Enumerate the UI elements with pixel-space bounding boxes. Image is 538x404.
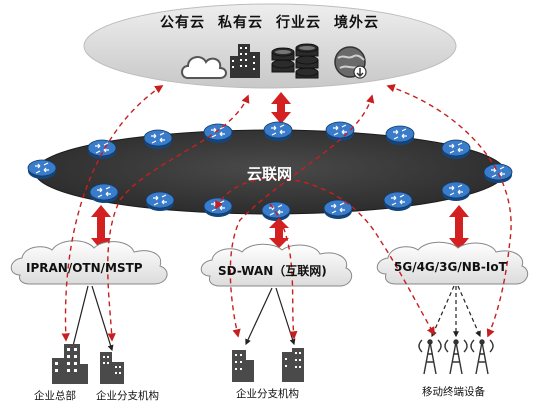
access-label-mid: SD-WAN（互联网) <box>218 264 327 278</box>
cloud-backbone-link-arrow <box>271 92 291 124</box>
endpoint-label-mobile: 移动终端设备 <box>422 386 485 398</box>
cloud-ellipse <box>83 3 457 89</box>
backbone-access-link-mid-arrow <box>269 218 289 248</box>
cloud-label-industry: 行业云 <box>276 15 321 31</box>
cloud-label-private: 私有云 <box>218 15 263 31</box>
backbone-title: 云联网 <box>247 165 293 183</box>
dashed-flow-paths <box>61 84 512 342</box>
branch-mid-building-right-icon <box>282 348 304 382</box>
cloud-label-overseas: 境外云 <box>334 15 379 31</box>
mobile-tower-1-icon <box>418 339 442 375</box>
public-cloud-icon <box>181 56 227 79</box>
branch-mid-building-left-icon <box>232 350 254 382</box>
cloud-label-public: 公有云 <box>160 15 205 31</box>
endpoint-label-hq: 企业总部 <box>34 390 76 402</box>
access-connectors <box>70 285 481 352</box>
router-icon <box>325 121 355 141</box>
router-icon <box>87 139 117 159</box>
access-label-right: 5G/4G/3G/NB-IoT <box>394 260 507 274</box>
overseas-cloud-globe-icon <box>334 46 367 79</box>
router-icon <box>441 139 471 159</box>
branch-left-building-icon <box>100 352 124 384</box>
router-icon <box>89 183 119 203</box>
router-icon <box>145 191 175 211</box>
endpoint-label-branch-mid: 企业分支机构 <box>236 388 299 400</box>
mobile-tower-2-icon <box>444 339 468 375</box>
router-icon <box>27 159 57 179</box>
router-icon <box>203 197 233 217</box>
hq-building-icon <box>52 344 88 384</box>
router-icon <box>203 123 233 143</box>
mobile-tower-3-icon <box>470 339 494 375</box>
private-cloud-building-icon <box>230 44 260 78</box>
access-label-left: IPRAN/OTN/MSTP <box>26 261 143 275</box>
router-icon <box>383 191 413 211</box>
endpoint-label-branch-left: 企业分支机构 <box>96 390 159 402</box>
backbone-access-link-right-arrow <box>449 205 469 250</box>
industry-cloud-database-icon <box>271 43 319 79</box>
router-icon <box>441 181 471 201</box>
router-icon <box>143 129 173 149</box>
router-icon <box>263 121 293 141</box>
router-icon <box>385 125 415 145</box>
